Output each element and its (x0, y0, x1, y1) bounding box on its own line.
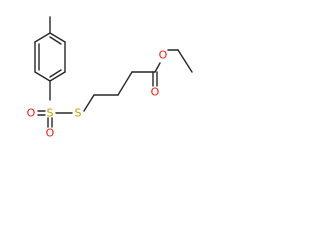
bond (49, 32, 66, 43)
bond (34, 71, 51, 82)
atom-label: O (27, 107, 36, 120)
aromatic-double-bond (49, 36, 62, 45)
atom-o-ester: O (159, 49, 168, 62)
bond (34, 32, 51, 43)
ethyl-bond (177, 49, 193, 73)
atom-s-thio: S (75, 107, 82, 120)
atom-s-sulfonyl: S (47, 107, 54, 120)
molecule-diagram: S S O O O O (0, 0, 222, 157)
chain-bond (117, 71, 133, 96)
atom-o-sulfonyl-bottom: O (46, 127, 55, 140)
benzene-ring (34, 32, 66, 82)
structure-canvas: S S O O O O (27, 16, 193, 140)
atom-label: O (151, 86, 160, 99)
ester-bond (154, 62, 161, 73)
chain-bond (83, 94, 95, 112)
atom-label: O (46, 127, 55, 140)
atom-o-sulfonyl-left: O (27, 107, 36, 120)
aromatic-double-bond (49, 69, 62, 78)
atom-o-carbonyl: O (151, 86, 160, 99)
atom-label: O (159, 49, 168, 62)
atom-label: S (75, 107, 82, 120)
bond (49, 71, 66, 82)
atom-label: S (47, 107, 54, 120)
